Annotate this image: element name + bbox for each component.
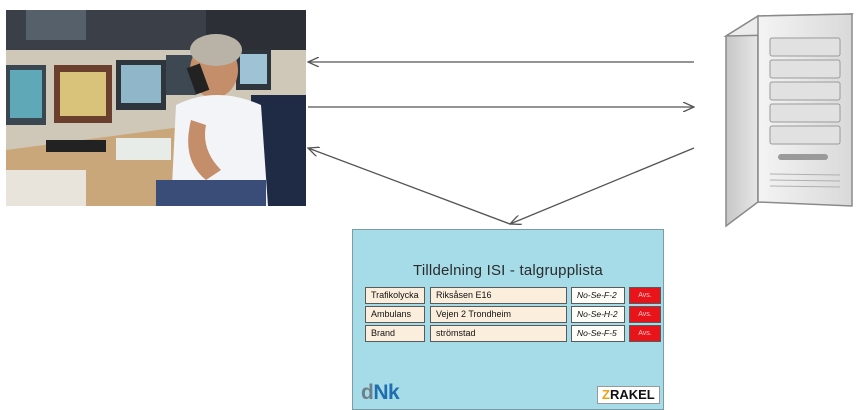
incident-type: Trafikolycka: [365, 287, 425, 304]
operator-photo: [6, 10, 306, 206]
send-button[interactable]: Avs.: [629, 287, 661, 304]
panel-title: Tilldelning ISI - talgrupplista: [413, 262, 603, 279]
incident-location: Vejen 2 Trondheim: [430, 306, 567, 323]
dnk-logo: dNk: [361, 381, 400, 404]
server-icon: [718, 4, 854, 234]
isi-talkgroup-panel: Tilldelning ISI - talgrupplista Trafikol…: [352, 229, 664, 410]
talkgroup-code: No-Se-F-2: [571, 287, 625, 304]
incident-location: strömstad: [430, 325, 567, 342]
arrow-server-to-panel: [510, 147, 695, 224]
talkgroup-code: No-Se-F-5: [571, 325, 625, 342]
incident-type: Ambulans: [365, 306, 425, 323]
incident-location: Riksåsen E16: [430, 287, 567, 304]
send-button[interactable]: Avs.: [629, 325, 661, 342]
talkgroup-code: No-Se-H-2: [571, 306, 625, 323]
arrow-panel-to-operator: [308, 148, 511, 225]
send-button[interactable]: Avs.: [629, 306, 661, 323]
rakel-logo: ZRAKEL: [597, 386, 660, 404]
incident-type: Brand: [365, 325, 425, 342]
